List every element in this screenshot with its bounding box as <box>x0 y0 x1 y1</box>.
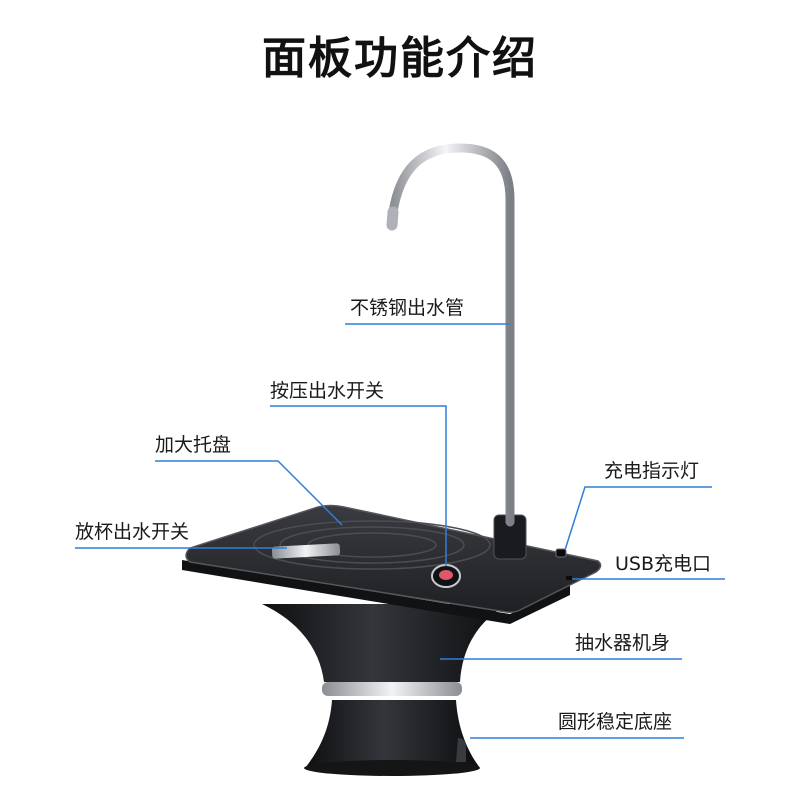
label-stainless-spout: 不锈钢出水管 <box>350 297 465 319</box>
base-notch <box>456 738 466 762</box>
label-press-switch: 按压出水开关 <box>270 380 385 402</box>
grille-ring-outer <box>253 520 491 570</box>
label-cup-switch: 放杯出水开关 <box>75 521 190 543</box>
indicator-light <box>555 548 567 558</box>
leader-press-switch <box>270 405 447 566</box>
base-foot <box>304 760 480 776</box>
label-body: 抽水器机身 <box>575 632 671 654</box>
base-bottom <box>305 700 480 768</box>
press-button <box>439 570 453 580</box>
pump-body <box>262 604 508 682</box>
label-tray: 加大托盘 <box>155 434 232 456</box>
label-base: 圆形稳定底座 <box>558 711 673 733</box>
label-indicator: 充电指示灯 <box>604 460 700 482</box>
cup-switch-lever <box>271 543 341 559</box>
tray-top <box>185 504 602 613</box>
leader-indicator <box>564 486 712 551</box>
usb-port <box>566 576 572 580</box>
leader-lines <box>75 323 725 739</box>
stainless-pipe <box>388 143 515 527</box>
label-usb: USB充电口 <box>615 553 712 575</box>
pipe-tip <box>386 206 399 231</box>
leader-tray <box>155 460 343 526</box>
page-title: 面板功能介绍 <box>262 33 538 84</box>
chrome-ring <box>322 682 462 696</box>
grille-ring-mid <box>279 526 465 564</box>
